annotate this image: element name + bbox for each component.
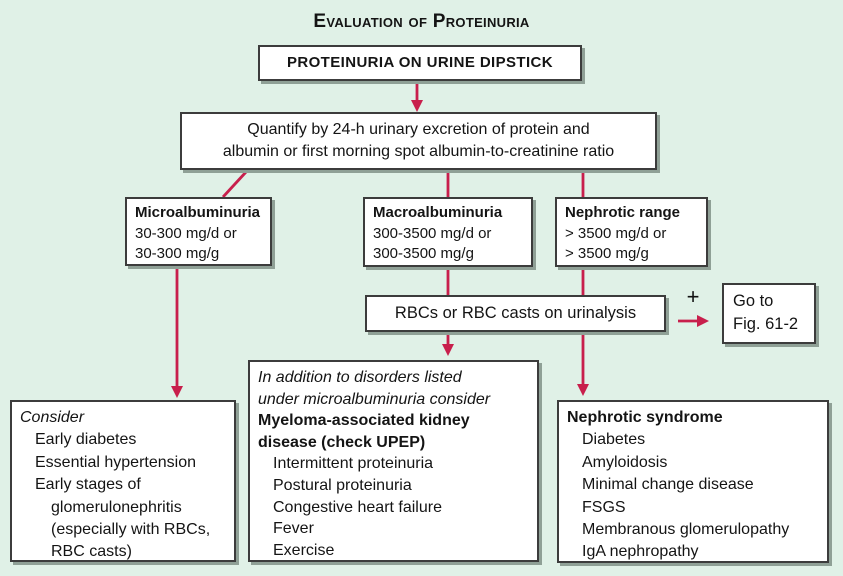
dipstick-box: PROTEINURIA ON URINE DIPSTICK <box>258 45 582 81</box>
list-line: Congestive heart failure <box>273 498 442 516</box>
microalbuminuria-range-line: 30-300 mg/g <box>135 245 220 262</box>
microalbuminuria-heading: Microalbuminuria <box>135 204 261 221</box>
list-line: Membranous glomerulopathy <box>582 521 790 539</box>
list-line: Fever <box>273 520 314 538</box>
arrowhead-macro-to-myeloma <box>442 344 454 356</box>
arrowhead-rbc-to-goto <box>697 315 709 327</box>
list-line: Diabetes <box>582 431 646 449</box>
myeloma-box: In addition to disorders listed under mi… <box>248 360 539 562</box>
list-line: Minimal change disease <box>582 476 754 494</box>
macroalbuminuria-range-line: 300-3500 mg/g <box>373 245 474 262</box>
plus-sign: + <box>686 284 700 309</box>
list-line: IgA nephropathy <box>582 543 699 561</box>
list-line: Nephrotic syndrome <box>567 409 723 426</box>
arrowhead-range-to-nephrotic-syndrome <box>577 384 589 396</box>
connector-quantify-to-micro <box>221 171 248 198</box>
list-line: Myeloma-associated kidney <box>258 412 470 430</box>
nephrotic-range-line: > 3500 mg/g <box>565 245 649 262</box>
list-line: RBC casts) <box>51 543 132 561</box>
nephrotic-syndrome-box: Nephrotic syndrome Diabetes Amyloidosis … <box>557 400 829 563</box>
quantify-box: Quantify by 24-h urinary excretion of pr… <box>180 112 657 170</box>
list-line: Early stages of <box>35 476 141 494</box>
macroalbuminuria-heading: Macroalbuminuria <box>373 204 503 221</box>
nephrotic-range-box: Nephrotic range > 3500 mg/d or > 3500 mg… <box>555 197 708 267</box>
list-line: Postural proteinuria <box>273 476 412 494</box>
nephrotic-range-line: > 3500 mg/d or <box>565 224 667 242</box>
quantify-line: albumin or first morning spot albumin-to… <box>222 143 615 160</box>
list-line: glomerulonephritis <box>51 498 182 516</box>
list-line: Amyloidosis <box>582 453 668 471</box>
goto-figure-box: Go to Fig. 61-2 <box>722 283 816 344</box>
page-title: Evaluation of Proteinuria <box>313 11 530 32</box>
arrowhead-micro-to-consider <box>171 386 183 398</box>
list-line: under microalbuminuria consider <box>258 390 491 408</box>
list-line: Consider <box>20 409 85 426</box>
nephrotic-range-heading: Nephrotic range <box>565 204 681 221</box>
list-line: FSGS <box>582 498 626 516</box>
list-line: Essential hypertension <box>35 453 196 471</box>
macroalbuminuria-range-line: 300-3500 mg/d or <box>373 224 492 242</box>
arrowhead-dipstick-to-quantify <box>411 100 423 112</box>
rbc-urinalysis-box: RBCs or RBC casts on urinalysis <box>365 295 666 332</box>
quantify-line: Quantify by 24-h urinary excretion of pr… <box>247 121 590 138</box>
list-line: disease (check UPEP) <box>258 433 426 451</box>
consider-box: Consider Early diabetes Essential hypert… <box>10 400 236 562</box>
list-line: (especially with RBCs, <box>51 521 211 539</box>
microalbuminuria-range-line: 30-300 mg/d or <box>135 224 237 242</box>
list-line: Intermittent proteinuria <box>273 455 434 473</box>
list-line: Exercise <box>273 541 335 559</box>
list-line: Early diabetes <box>35 431 137 449</box>
goto-line: Fig. 61-2 <box>733 315 799 333</box>
goto-line: Go to <box>733 292 774 310</box>
list-line: In addition to disorders listed <box>258 369 462 386</box>
microalbuminuria-box: Microalbuminuria 30-300 mg/d or 30-300 m… <box>125 197 272 266</box>
macroalbuminuria-box: Macroalbuminuria 300-3500 mg/d or 300-35… <box>363 197 533 267</box>
